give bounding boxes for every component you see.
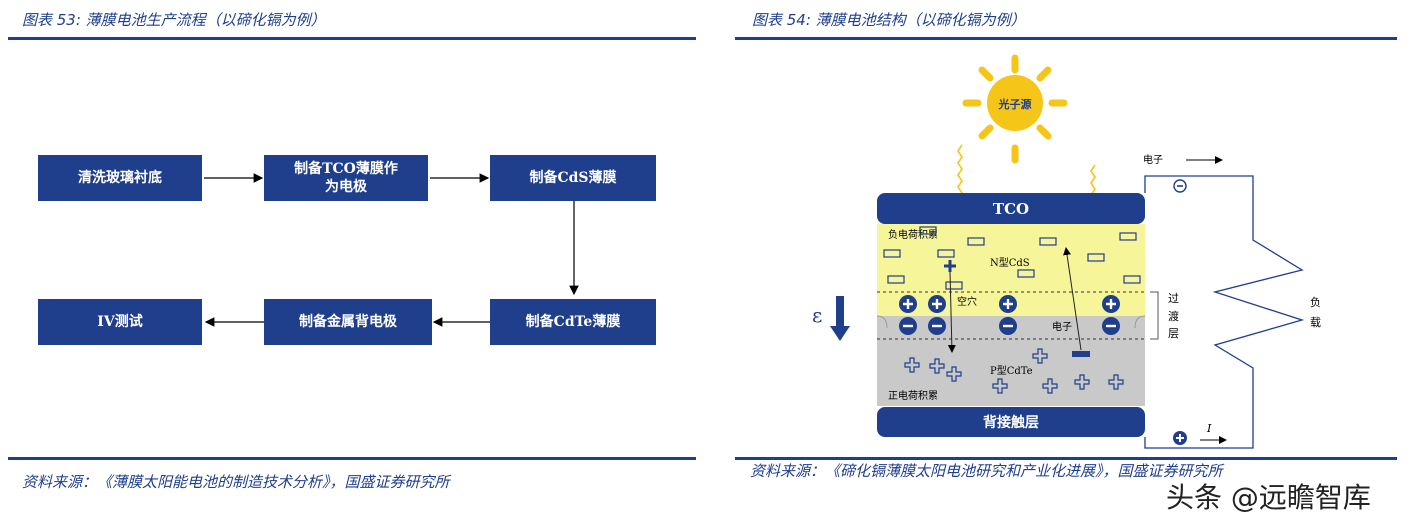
electron-symbols: [899, 317, 1120, 335]
pos-charge-label: 正电荷积累: [888, 389, 938, 402]
tco-label: TCO: [993, 200, 1029, 218]
wire-hole-icon: [1173, 431, 1187, 445]
step-cdte-film: 制备CdTe薄膜: [490, 299, 656, 345]
transition-char-1: 过: [1168, 292, 1179, 305]
generated-electron: [1072, 351, 1090, 357]
step-clean-glass: 清洗玻璃衬底: [38, 155, 202, 201]
field-label: ε: [812, 303, 822, 327]
sun-icon: [962, 54, 1068, 164]
flow-arrows: [204, 173, 579, 327]
transition-char-3: 层: [1168, 327, 1179, 340]
neg-charge-label: 负电荷积累: [888, 228, 938, 241]
negative-charges: [883, 226, 1141, 290]
left-figure-title: 图表 53: 薄膜电池生产流程（以碲化镉为例）: [22, 11, 326, 29]
hole-drift-arrow: [947, 271, 956, 353]
tco-layer: [877, 193, 1145, 224]
cell-structure-diagram: 光子源 TCO 背接触层 负电荷积累 N型CdS 空穴 电子 P型CdTe 正电…: [812, 54, 1321, 449]
left-title-rule: [8, 37, 696, 40]
step-tco-electrode: 制备TCO薄膜作为电极: [264, 155, 428, 201]
field-arrowhead: [830, 326, 850, 341]
sun-label: 光子源: [998, 97, 1032, 111]
left-source-note: 资料来源：《薄膜太阳能电池的制造技术分析》，国盛证券研究所: [22, 473, 450, 491]
current-label: I: [1206, 422, 1212, 435]
transition-bracket: [1150, 291, 1159, 340]
n-layer-label: N型CdS: [990, 256, 1030, 269]
back-contact-label: 背接触层: [983, 414, 1039, 431]
step-metal-back-electrode: 制备金属背电极: [264, 299, 432, 345]
left-source-rule: [8, 457, 696, 460]
step-cds-film: 制备CdS薄膜: [490, 155, 656, 201]
back-contact-layer: [877, 407, 1145, 437]
generated-hole: [944, 260, 956, 272]
hole-symbols: [899, 295, 1120, 313]
right-title-rule: [735, 37, 1397, 40]
electron-drift-arrow: [1063, 247, 1082, 351]
cds-n-layer: [877, 224, 1145, 292]
wire-electron-icon: [1173, 179, 1187, 193]
right-source-note: 资料来源：《碲化镉薄膜太阳电池研究和产业化进展》，国盛证券研究所: [750, 462, 1223, 480]
positive-charges: [904, 348, 1124, 394]
hole-label: 空穴: [957, 295, 977, 308]
electron-flow-label: 电子: [1143, 153, 1163, 166]
load-char-2: 载: [1310, 316, 1321, 329]
step-iv-test: IV测试: [38, 299, 202, 345]
watermark: 头条 @远瞻智库: [1166, 481, 1371, 514]
right-figure-title: 图表 54: 薄膜电池结构（以碲化镉为例）: [752, 11, 1026, 29]
p-layer-label: P型CdTe: [990, 364, 1033, 377]
circuit-wire: [1144, 175, 1305, 449]
transition-char-2: 渡: [1168, 309, 1179, 323]
right-source-rule: [735, 457, 1397, 460]
load-char-1: 负: [1310, 295, 1321, 309]
electron-label: 电子: [1052, 320, 1072, 333]
